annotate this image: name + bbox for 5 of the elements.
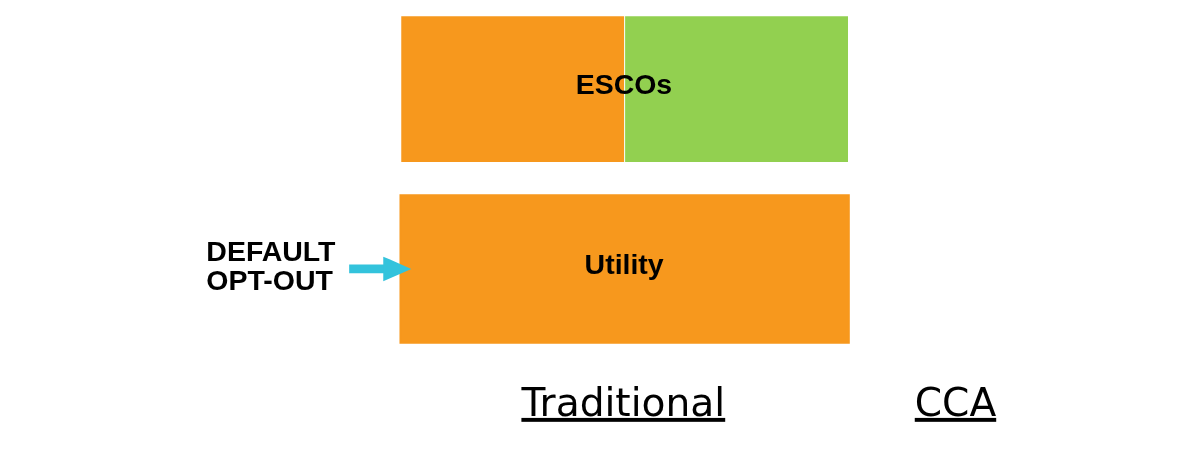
node-text: DEFAULT OPT-OUT	[205, 235, 336, 296]
label: CCA	[914, 379, 996, 425]
label: Traditional	[520, 379, 725, 425]
arrow	[348, 256, 411, 282]
node-box: Utility	[399, 194, 850, 344]
